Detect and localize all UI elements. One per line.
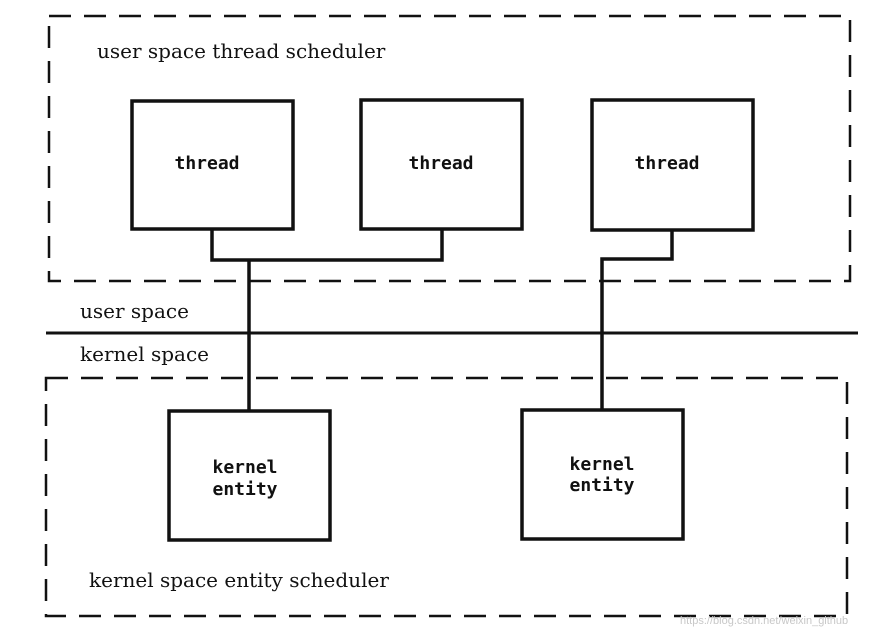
kernel-entity-label-line2: entity <box>212 479 277 500</box>
kernel-entity-label-line1: kernel <box>212 457 277 478</box>
watermark: https://blog.csdn.net/weixin_github <box>680 615 848 627</box>
kernel-space-label: kernel space <box>80 342 209 366</box>
user-space-scheduler-frame <box>47 14 852 283</box>
thread-label: thread <box>408 153 473 174</box>
kernel-entity-box: kernel entity <box>520 408 685 541</box>
thread-box: thread <box>359 98 524 231</box>
kernel-space-scheduler-label: kernel space entity scheduler <box>89 568 389 592</box>
kernel-entity-link <box>600 230 674 410</box>
kernel-entity-label-line2: entity <box>569 475 634 496</box>
thread-join-connector <box>210 229 444 262</box>
kernel-entity-box: kernel entity <box>167 409 332 542</box>
thread-box: thread <box>130 99 295 231</box>
user-space-scheduler-label: user space thread scheduler <box>97 39 386 63</box>
thread-box: thread <box>590 98 755 232</box>
kernel-entity-label-line1: kernel <box>569 454 634 475</box>
thread-label: thread <box>634 153 699 174</box>
thread-label: thread <box>174 153 239 174</box>
user-space-label: user space <box>80 299 189 323</box>
kernel-space-scheduler-frame <box>44 376 849 618</box>
